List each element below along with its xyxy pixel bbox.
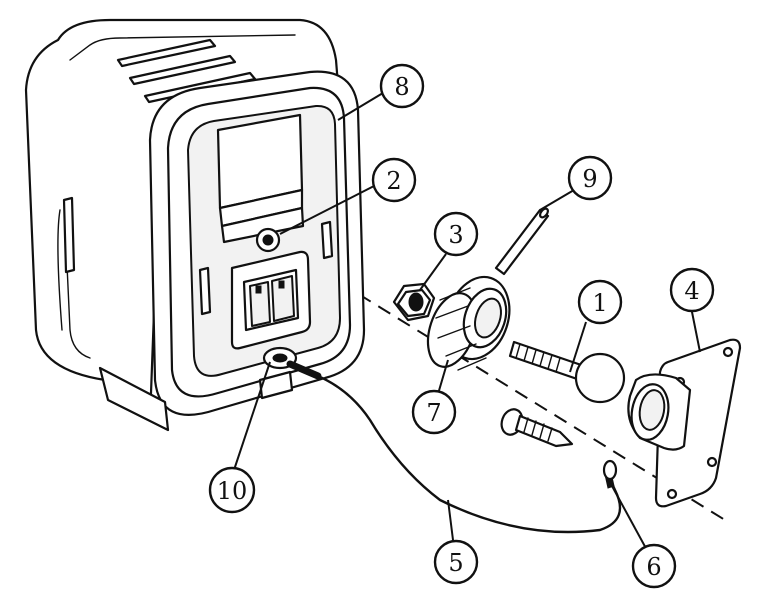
callout-8-label: 8 [394, 73, 409, 101]
callout-5-label: 5 [448, 549, 463, 577]
callout-8: 8 [379, 63, 425, 109]
callout-9: 9 [567, 155, 613, 201]
callout-10-label: 10 [217, 477, 248, 505]
assembly-axis [299, 257, 726, 521]
callout-6-label: 6 [646, 553, 661, 581]
callout-7-label: 7 [426, 399, 441, 427]
callout-1: 1 [577, 279, 623, 325]
callout-10: 10 [208, 466, 256, 514]
speaker-housing [24, 18, 366, 432]
callout-7: 7 [411, 389, 457, 435]
callout-6: 6 [631, 543, 677, 589]
callout-9-label: 9 [582, 165, 597, 193]
callout-3-label: 3 [448, 221, 463, 249]
callout-2: 2 [371, 157, 417, 203]
knurled-collar-part [426, 275, 511, 371]
cable-lug [602, 459, 618, 481]
ball-stud-part [508, 340, 626, 404]
mounting-plate-part [627, 338, 742, 508]
callout-4: 4 [669, 267, 715, 313]
callout-3: 3 [433, 211, 479, 257]
ground-cable [286, 360, 622, 534]
screw-part [500, 408, 574, 448]
callout-2-label: 2 [386, 167, 401, 195]
pin-part [494, 207, 550, 276]
callout-4-label: 4 [684, 277, 699, 305]
callout-5: 5 [433, 539, 479, 585]
callout-1-label: 1 [592, 289, 607, 317]
nut-part [392, 282, 436, 322]
